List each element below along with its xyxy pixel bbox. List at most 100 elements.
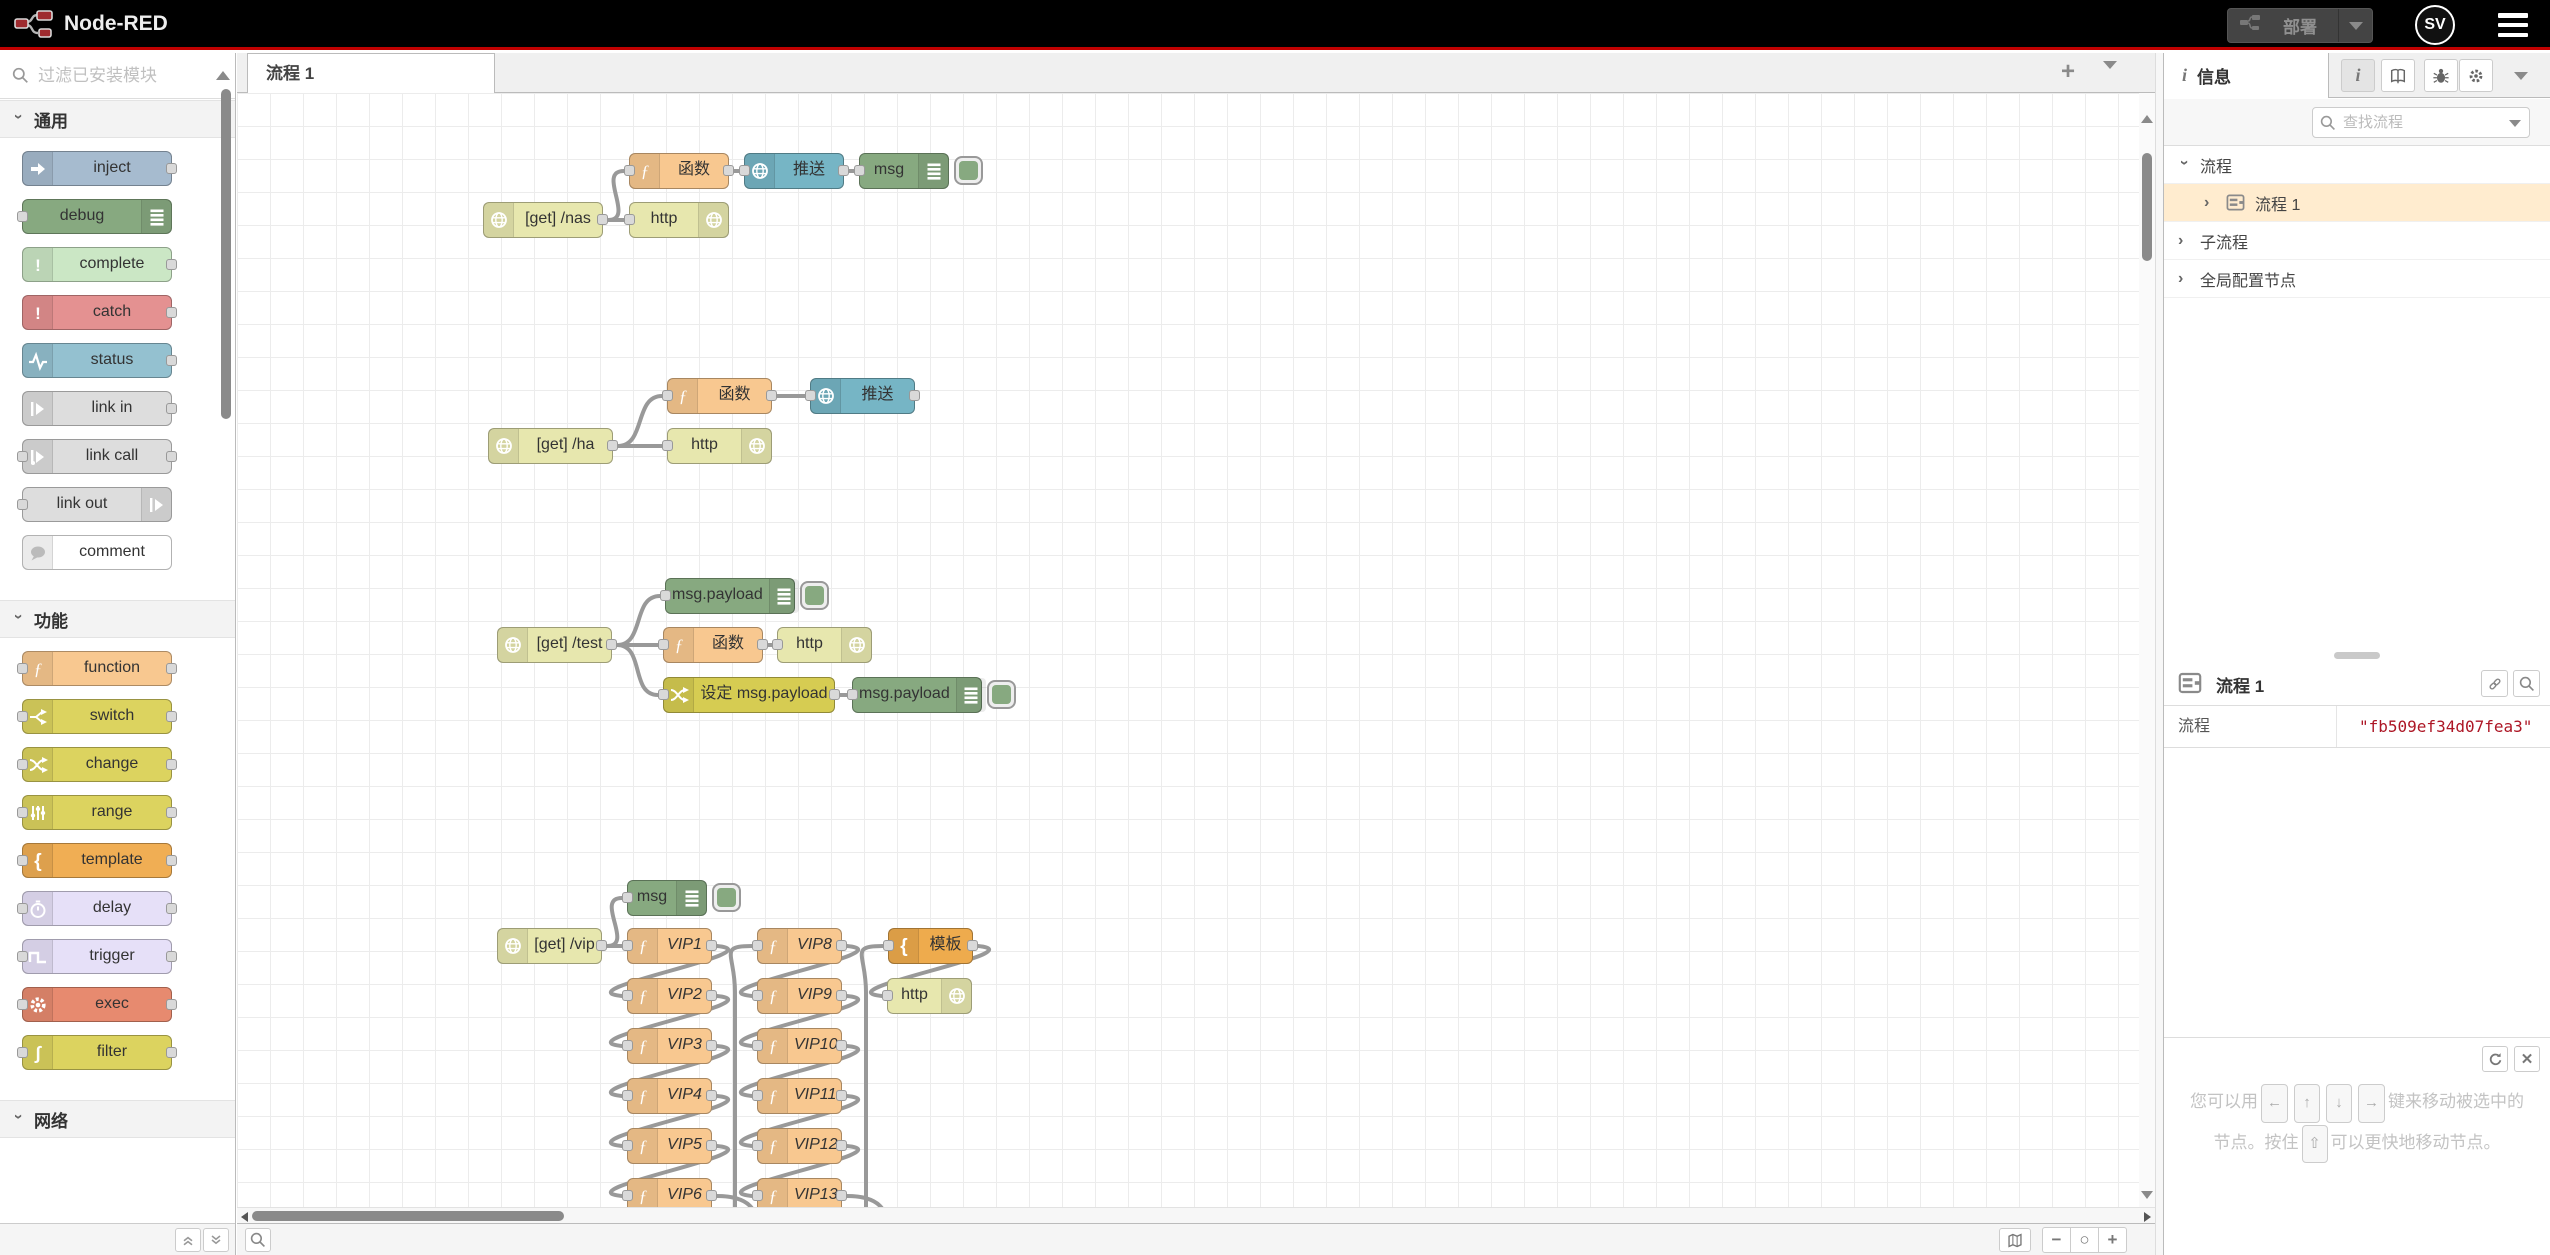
node-output-port[interactable] xyxy=(597,214,608,225)
flow-node--get-/vip[interactable]: [get] /vip xyxy=(497,928,607,964)
node-input-port[interactable] xyxy=(17,999,28,1010)
node-input-port[interactable] xyxy=(752,1140,763,1151)
node-input-port[interactable] xyxy=(739,165,750,176)
node-input-port[interactable] xyxy=(17,451,28,462)
palette-node-comment[interactable]: comment xyxy=(22,535,172,570)
node-input-port[interactable] xyxy=(658,689,669,700)
palette-node-link-in[interactable]: link in xyxy=(22,391,177,426)
palette-node-link-out[interactable]: link out xyxy=(17,487,172,522)
add-flow-button[interactable]: + xyxy=(2060,58,2075,85)
node-output-port[interactable] xyxy=(166,903,177,914)
node-output-port[interactable] xyxy=(766,390,777,401)
flow-node--get-/nas[interactable]: [get] /nas xyxy=(483,202,608,238)
node-input-port[interactable] xyxy=(624,165,635,176)
palette-node-delay[interactable]: delay xyxy=(17,891,177,926)
node-output-port[interactable] xyxy=(757,639,768,650)
sidebar-splitter[interactable] xyxy=(2155,53,2163,1255)
palette-node-link-call[interactable]: link call xyxy=(17,439,177,474)
node-output-port[interactable] xyxy=(166,355,177,366)
flow-node-http[interactable]: http xyxy=(772,627,872,663)
node-output-port[interactable] xyxy=(829,689,840,700)
node-output-port[interactable] xyxy=(967,940,978,951)
node-input-port[interactable] xyxy=(660,590,671,601)
flow-node-http[interactable]: http xyxy=(624,202,729,238)
deploy-button[interactable]: 部署 xyxy=(2227,8,2373,43)
node-output-port[interactable] xyxy=(706,940,717,951)
node-input-port[interactable] xyxy=(752,940,763,951)
node-output-port[interactable] xyxy=(166,999,177,1010)
node-output-port[interactable] xyxy=(166,807,177,818)
horizontal-scroll-thumb[interactable] xyxy=(252,1211,564,1221)
node-input-port[interactable] xyxy=(752,1090,763,1101)
node-output-port[interactable] xyxy=(166,163,177,174)
node-output-port[interactable] xyxy=(909,390,920,401)
node-output-port[interactable] xyxy=(706,990,717,1001)
node-output-port[interactable] xyxy=(166,259,177,270)
node-input-port[interactable] xyxy=(662,440,673,451)
main-menu-icon[interactable] xyxy=(2498,13,2528,37)
node-input-port[interactable] xyxy=(772,639,783,650)
flow-node--get-/test[interactable]: [get] /test xyxy=(497,627,617,663)
node-input-port[interactable] xyxy=(622,1140,633,1151)
node-input-port[interactable] xyxy=(17,499,28,510)
node-output-port[interactable] xyxy=(706,1040,717,1051)
scroll-down-icon[interactable] xyxy=(2141,1191,2153,1199)
expand-categories-button[interactable] xyxy=(203,1228,229,1252)
palette-node-filter[interactable]: ∫filter xyxy=(17,1035,177,1070)
node-output-port[interactable] xyxy=(836,1040,847,1051)
flow-node--[interactable]: {模板 xyxy=(883,928,978,964)
node-output-port[interactable] xyxy=(706,1140,717,1151)
palette-node-switch[interactable]: switch xyxy=(17,699,177,734)
node-input-port[interactable] xyxy=(17,855,28,866)
sidebar-help-button[interactable] xyxy=(2381,59,2415,92)
node-input-port[interactable] xyxy=(805,390,816,401)
palette-scroll-up-icon[interactable] xyxy=(216,71,230,80)
node-input-port[interactable] xyxy=(622,892,633,903)
close-tip-button[interactable]: ✕ xyxy=(2514,1046,2540,1072)
copy-link-button[interactable] xyxy=(2481,670,2508,697)
flow-node-msg-payload[interactable]: msg.payload xyxy=(660,578,829,614)
flow-node-msg[interactable]: msg xyxy=(622,880,741,916)
palette-node-debug[interactable]: debug xyxy=(17,199,172,234)
zoom-reset-button[interactable]: ○ xyxy=(2070,1227,2099,1253)
palette-scrollbar[interactable] xyxy=(221,89,231,419)
palette-search-input[interactable] xyxy=(38,61,218,91)
flow-node-http[interactable]: http xyxy=(662,428,772,464)
node-input-port[interactable] xyxy=(17,759,28,770)
tree-item-subflows[interactable]: › 子流程 xyxy=(2164,222,2550,260)
tree-item-flows[interactable]: › 流程 xyxy=(2164,146,2550,184)
node-output-port[interactable] xyxy=(606,639,617,650)
palette-node-inject[interactable]: inject xyxy=(22,151,177,186)
scroll-left-icon[interactable] xyxy=(241,1212,248,1222)
palette-node-template[interactable]: {template xyxy=(17,843,177,878)
node-input-port[interactable] xyxy=(624,214,635,225)
node-output-port[interactable] xyxy=(836,1190,847,1201)
palette-node-trigger[interactable]: trigger xyxy=(17,939,177,974)
refresh-tip-button[interactable] xyxy=(2482,1046,2508,1072)
palette-node-catch[interactable]: !catch xyxy=(22,295,177,330)
node-input-port[interactable] xyxy=(662,390,673,401)
node-input-port[interactable] xyxy=(17,807,28,818)
node-output-port[interactable] xyxy=(166,403,177,414)
node-input-port[interactable] xyxy=(622,1090,633,1101)
scroll-right-icon[interactable] xyxy=(2144,1212,2151,1222)
flow-search-input[interactable] xyxy=(2343,110,2493,135)
scroll-up-icon[interactable] xyxy=(2141,115,2153,123)
vertical-scroll-thumb[interactable] xyxy=(2142,153,2152,261)
search-options-icon[interactable] xyxy=(2509,120,2521,127)
node-input-port[interactable] xyxy=(882,990,893,1001)
flow-node--msg-payload[interactable]: 设定 msg.payload xyxy=(658,677,840,713)
flow-node-http[interactable]: http xyxy=(882,978,972,1014)
node-input-port[interactable] xyxy=(622,1190,633,1201)
node-input-port[interactable] xyxy=(622,940,633,951)
palette-category-功能[interactable]: ›功能 xyxy=(0,600,235,638)
